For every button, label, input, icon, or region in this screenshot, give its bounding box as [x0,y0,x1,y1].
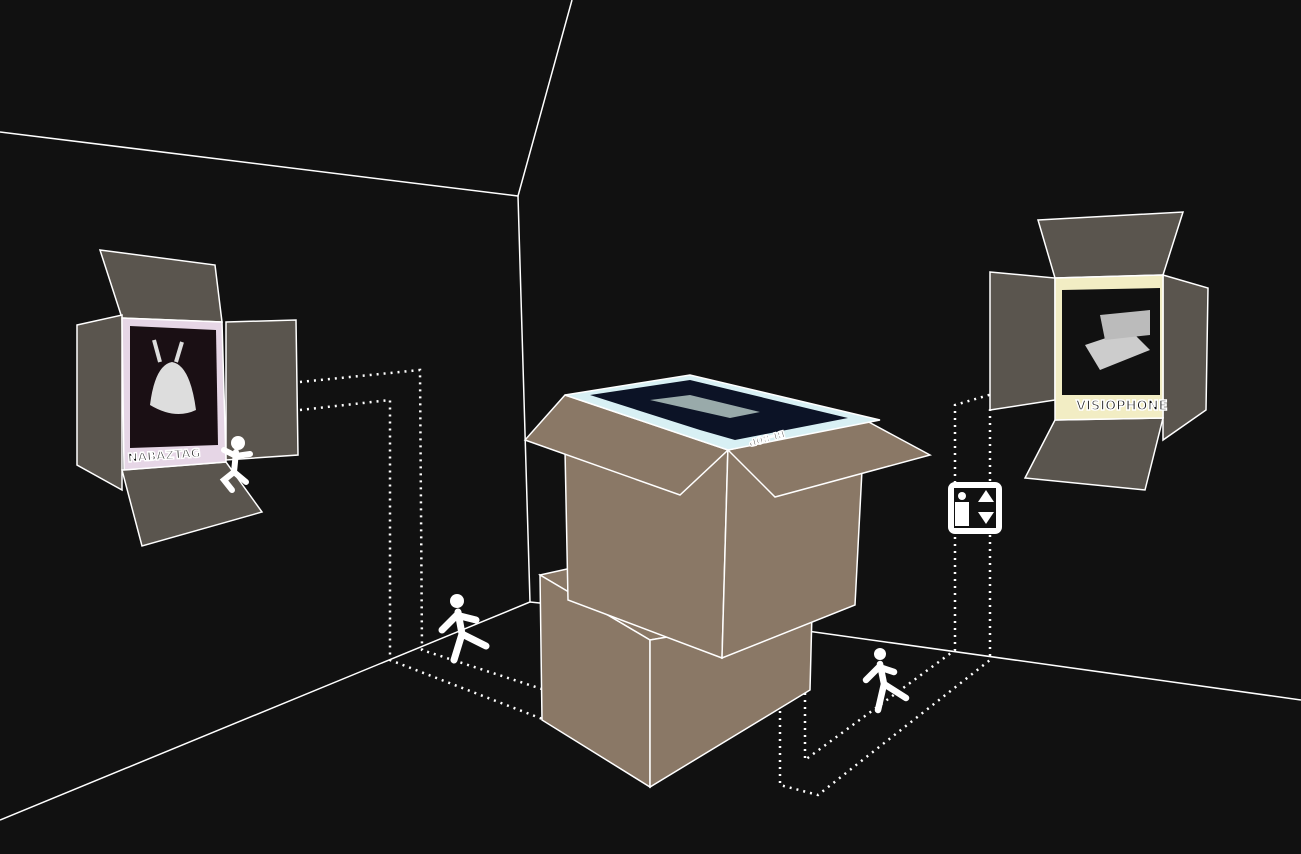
left-poster-label: NABAZTAG [127,446,201,465]
elevator-icon [948,482,1002,534]
walking-person-icon [219,436,253,493]
left-poster-box: NABAZTAG [76,249,299,547]
upper-cardboard-box: BI-80P [523,374,933,660]
right-poster-box: VISIOPHONE [989,211,1209,491]
running-person-icon [438,594,490,664]
right-poster-label: VISIOPHONE [1076,399,1167,414]
dotted-paths [299,368,1051,797]
running-person-icon [862,648,910,714]
